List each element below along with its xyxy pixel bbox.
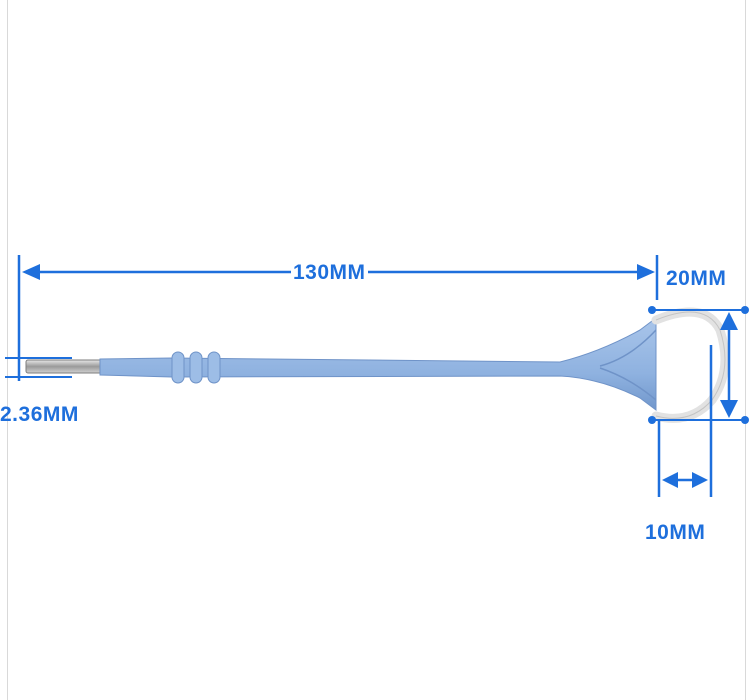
depth-arrow-left [662, 472, 678, 488]
depth-arrow-right [692, 472, 708, 488]
pin-diameter-label: 2.36MM [0, 403, 79, 426]
point-marker [741, 306, 749, 314]
right-frame-line [745, 0, 746, 700]
point-marker [648, 306, 656, 314]
width-arrow-top [720, 312, 738, 330]
wire-loop-edge [655, 311, 726, 419]
wire-loop [651, 307, 730, 423]
width-arrow-bottom [720, 400, 738, 418]
loop-width-label: 20MM [666, 267, 727, 290]
grip-rings [171, 351, 221, 384]
metal-pin [25, 359, 103, 374]
point-marker [741, 416, 749, 424]
left-frame-line [7, 0, 8, 700]
head-ridge [599, 329, 657, 401]
point-marker [648, 416, 656, 424]
electrode-handle [99, 317, 657, 411]
length-arrow-left [22, 264, 40, 280]
loop-depth-label: 10MM [645, 521, 706, 544]
length-arrow-right [637, 264, 655, 280]
length-label: 130MM [291, 261, 368, 284]
